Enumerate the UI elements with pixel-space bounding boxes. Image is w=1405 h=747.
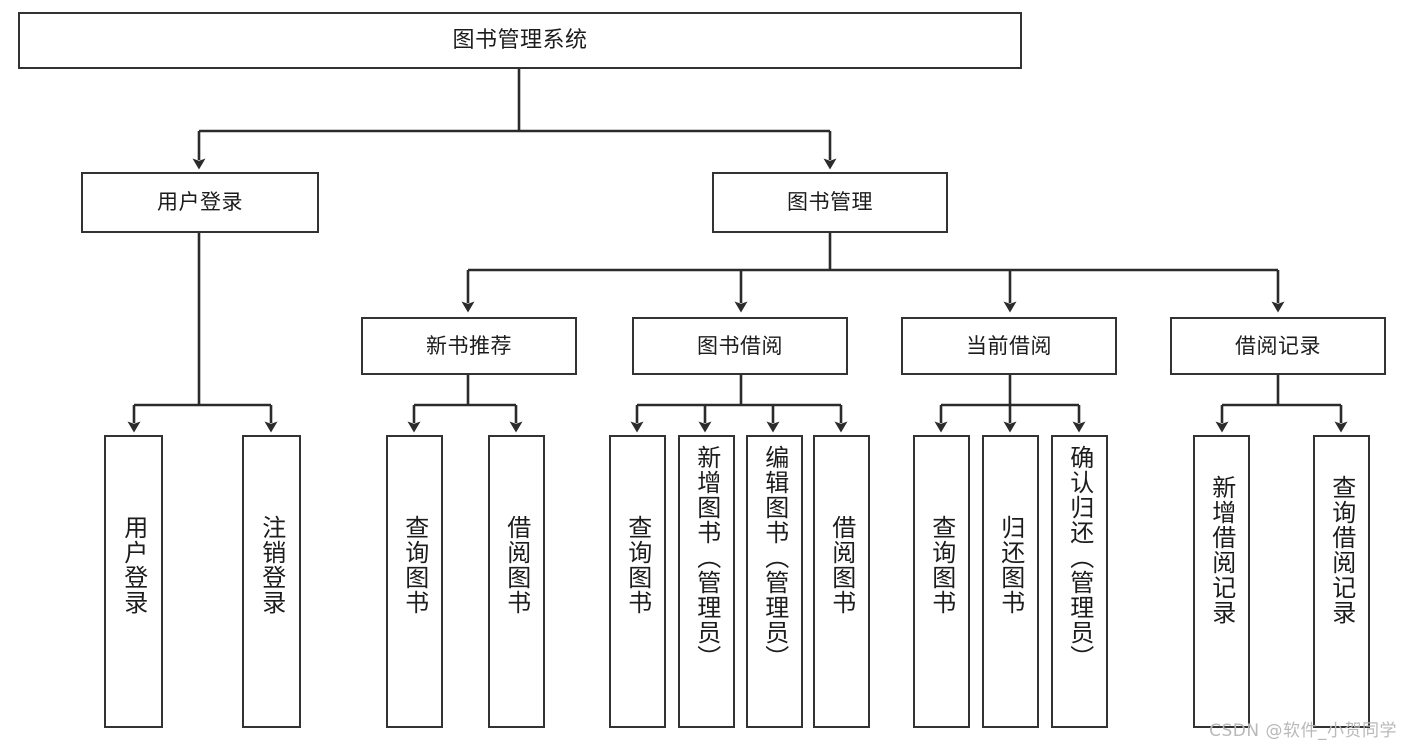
- node-book-management[interactable]: 图书管理: [712, 172, 948, 233]
- node-current-borrow[interactable]: 当前借阅: [901, 317, 1117, 375]
- leaf-borrow-book-2[interactable]: 借阅图书: [813, 435, 870, 728]
- leaf-confirm-return[interactable]: 确认归还（管理员）: [1051, 435, 1108, 728]
- node-label: 查询图书: [927, 515, 956, 615]
- node-borrow-record[interactable]: 借阅记录: [1170, 317, 1386, 375]
- node-label: 借阅图书: [502, 515, 531, 615]
- node-label: 图书管理系统: [452, 27, 588, 53]
- node-label: 新书推荐: [426, 333, 512, 358]
- leaf-query-book-2[interactable]: 查询图书: [609, 435, 666, 728]
- node-label: 查询图书: [400, 515, 429, 615]
- leaf-query-book-3[interactable]: 查询图书: [913, 435, 970, 728]
- node-label: 用户登录: [119, 515, 148, 615]
- node-label: 注销登录: [257, 515, 286, 615]
- leaf-edit-book[interactable]: 编辑图书（管理员）: [746, 435, 803, 728]
- leaf-add-book[interactable]: 新增图书（管理员）: [678, 435, 735, 728]
- node-root-system[interactable]: 图书管理系统: [18, 12, 1022, 69]
- leaf-borrow-book-1[interactable]: 借阅图书: [488, 435, 545, 728]
- node-book-borrow[interactable]: 图书借阅: [632, 317, 848, 375]
- node-label: 借阅图书: [827, 515, 856, 615]
- node-user-login[interactable]: 用户登录: [81, 172, 319, 233]
- node-label: 查询图书: [623, 515, 652, 615]
- node-label: 确认归还（管理员）: [1065, 445, 1094, 670]
- leaf-add-record[interactable]: 新增借阅记录: [1193, 435, 1250, 728]
- node-label: 当前借阅: [966, 333, 1052, 358]
- node-label: 查询借阅记录: [1327, 475, 1356, 625]
- node-label: 归还图书: [996, 515, 1025, 615]
- node-label: 用户登录: [157, 190, 243, 215]
- node-label: 编辑图书（管理员）: [760, 445, 789, 670]
- leaf-query-book-1[interactable]: 查询图书: [386, 435, 443, 728]
- leaf-query-record[interactable]: 查询借阅记录: [1313, 435, 1370, 728]
- node-label: 借阅记录: [1235, 333, 1321, 358]
- node-new-book-recommend[interactable]: 新书推荐: [361, 317, 577, 375]
- node-label: 新增图书（管理员）: [692, 445, 721, 670]
- node-label: 图书借阅: [697, 333, 783, 358]
- node-label: 新增借阅记录: [1207, 475, 1236, 625]
- csdn-watermark: CSDN @软件_小贺同学: [1209, 721, 1397, 741]
- node-label: 图书管理: [787, 190, 873, 215]
- leaf-user-logout[interactable]: 注销登录: [242, 435, 301, 728]
- leaf-user-login[interactable]: 用户登录: [104, 435, 163, 728]
- leaf-return-book[interactable]: 归还图书: [982, 435, 1039, 728]
